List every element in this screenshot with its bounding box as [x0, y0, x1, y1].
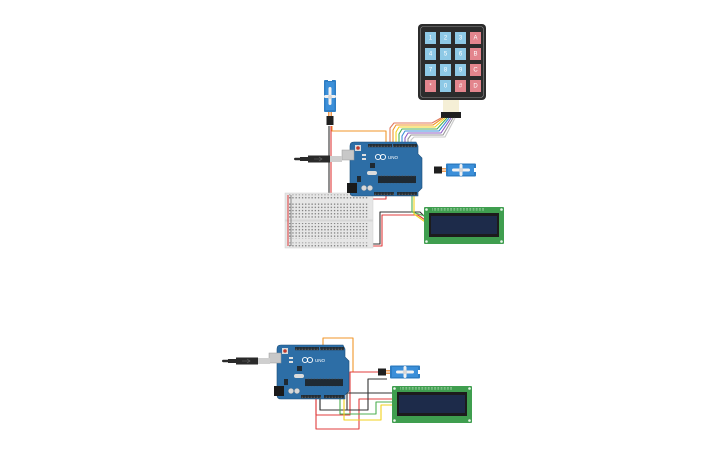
svg-text:4: 4	[429, 51, 433, 57]
keypad-key-star[interactable]: *	[425, 80, 436, 92]
svg-text:0: 0	[444, 83, 448, 89]
circuit-2	[221, 337, 472, 430]
keypad-key-b[interactable]: B	[470, 48, 481, 60]
svg-text:#: #	[459, 83, 463, 89]
wire-yellow[interactable]	[343, 396, 392, 421]
svg-text:9: 9	[459, 67, 463, 73]
keypad-connector	[441, 112, 461, 118]
keypad-key-6[interactable]: 6	[455, 48, 466, 60]
lcd-16x2[interactable]	[392, 386, 472, 423]
arduino-uno[interactable]	[341, 141, 423, 197]
svg-text:5: 5	[444, 51, 448, 57]
keypad-key-5[interactable]: 5	[440, 48, 451, 60]
servo-motor-horizontal[interactable]	[377, 365, 422, 379]
wires-circuit-1	[328, 117, 456, 247]
wire-keypad-4[interactable]	[398, 117, 448, 143]
wire-red[interactable]	[372, 214, 429, 247]
usb-cable[interactable]	[293, 155, 343, 163]
svg-text:7: 7	[429, 67, 433, 73]
wire-red[interactable]	[315, 396, 392, 430]
keypad-key-4[interactable]: 4	[425, 48, 436, 60]
keypad-key-3[interactable]: 3	[455, 32, 466, 44]
servo-motor-vertical[interactable]	[324, 78, 336, 125]
keypad-border	[420, 26, 484, 98]
svg-text:*: *	[429, 83, 432, 89]
keypad-key-7[interactable]: 7	[425, 64, 436, 76]
wire-orange[interactable]	[331, 126, 387, 143]
wire-keypad-5[interactable]	[401, 117, 450, 143]
wires-circuit-2	[315, 337, 392, 430]
arduino-uno[interactable]	[268, 344, 350, 400]
wire-keypad-1[interactable]	[389, 117, 442, 143]
svg-text:1: 1	[429, 35, 433, 41]
wire-green[interactable]	[411, 195, 429, 218]
breadboard[interactable]	[284, 192, 374, 249]
svg-text:8: 8	[444, 67, 448, 73]
keypad-4x4[interactable]: 1 2 3 A 4 5 6 B 7 8 9 C * 0 # D	[418, 24, 486, 118]
svg-text:A: A	[473, 35, 477, 41]
wire-green[interactable]	[339, 396, 392, 415]
wire-keypad-6[interactable]	[404, 117, 452, 143]
wire-yellow[interactable]	[413, 195, 429, 225]
keypad-key-c[interactable]: C	[470, 64, 481, 76]
keypad-key-a[interactable]: A	[470, 32, 481, 44]
svg-text:2: 2	[444, 35, 448, 41]
wire-black[interactable]	[319, 392, 392, 411]
svg-text:3: 3	[459, 35, 463, 41]
servo-motor-horizontal[interactable]	[433, 163, 478, 177]
usb-cable[interactable]	[221, 357, 271, 365]
svg-text:C: C	[473, 67, 478, 73]
wire-keypad-8[interactable]	[410, 117, 456, 143]
keypad-key-d[interactable]: D	[470, 80, 481, 92]
keypad-key-0[interactable]: 0	[440, 80, 451, 92]
keypad-key-hash[interactable]: #	[455, 80, 466, 92]
keypad-key-8[interactable]: 8	[440, 64, 451, 76]
keypad-key-1[interactable]: 1	[425, 32, 436, 44]
lcd-16x2[interactable]	[424, 207, 504, 244]
circuit-1: 1 2 3 A 4 5 6 B 7 8 9 C * 0 # D	[284, 24, 504, 249]
wire-keypad-7[interactable]	[407, 117, 454, 143]
wire-keypad-2[interactable]	[392, 117, 444, 143]
svg-text:D: D	[473, 83, 478, 89]
keypad-key-2[interactable]: 2	[440, 32, 451, 44]
keypad-key-9[interactable]: 9	[455, 64, 466, 76]
svg-text:B: B	[473, 51, 477, 57]
svg-text:6: 6	[459, 51, 463, 57]
wire-black[interactable]	[372, 211, 429, 245]
wire-keypad-3[interactable]	[395, 117, 446, 143]
